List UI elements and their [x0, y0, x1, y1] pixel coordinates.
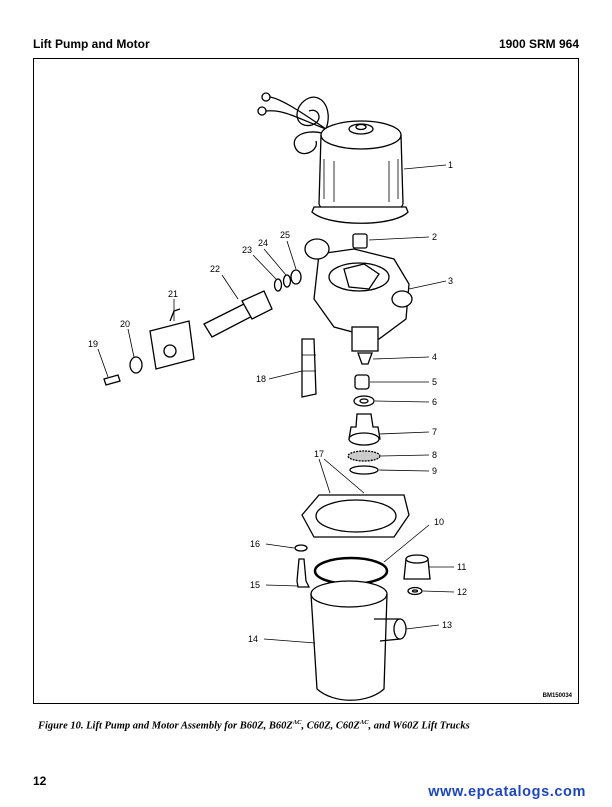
callout-24: 24: [258, 238, 268, 248]
ring-9: [349, 465, 379, 475]
caption-tail: , and W60Z Lift Trucks: [368, 720, 470, 732]
callout-17: 17: [314, 449, 324, 459]
washer-12: [407, 586, 423, 596]
washer-20: [129, 356, 143, 374]
washer-16: [294, 544, 308, 552]
callout-25: 25: [280, 230, 290, 240]
motor: [311, 120, 409, 224]
callout-11: 11: [457, 562, 466, 572]
page-number: 12: [33, 774, 47, 788]
callout-19: 19: [88, 339, 98, 349]
pump-body: [304, 238, 413, 352]
cartridge-18: [301, 338, 317, 398]
callout-7: 7: [432, 427, 437, 437]
watermark: www.epcatalogs.com: [428, 784, 586, 800]
callout-9: 9: [432, 466, 437, 476]
o-ring-23: [273, 278, 283, 292]
exploded-assembly-drawing: 1 2 3 4 5 6 7 8 9 10 11 12 13 14 15 16 1…: [88, 92, 467, 701]
callout-18: 18: [256, 374, 266, 384]
callout-22: 22: [210, 264, 220, 274]
fitting-4: [357, 352, 373, 365]
fitting-5: [354, 374, 370, 390]
breather-cap-11: [403, 554, 431, 580]
caption-lead: Figure 10. Lift Pump and Motor Assembly …: [38, 720, 293, 732]
callout-23: 23: [242, 245, 252, 255]
figure-caption: Figure 10. Lift Pump and Motor Assembly …: [38, 719, 578, 732]
motor-wires: [257, 92, 329, 155]
bolt-19: [103, 374, 121, 386]
callout-12: 12: [457, 587, 467, 597]
callout-20: 20: [120, 319, 130, 329]
ring-24: [282, 274, 292, 288]
callout-3: 3: [448, 276, 453, 286]
valve-22: [203, 290, 273, 338]
section-title: Lift Pump and Motor: [33, 37, 150, 51]
caption-sup-2: AC: [359, 719, 369, 726]
flange-17: [301, 494, 410, 538]
callout-14: 14: [248, 634, 258, 644]
bolt-15: [296, 558, 311, 588]
leader-lines: [97, 164, 455, 644]
caption-mid: , C60Z, C60Z: [301, 720, 360, 732]
callout-5: 5: [432, 377, 437, 387]
screen-8: [347, 450, 381, 462]
washer-25: [290, 269, 302, 285]
caption-sup-1: AC: [292, 719, 302, 726]
manual-code: 1900 SRM 964: [498, 37, 579, 51]
callout-13: 13: [442, 620, 452, 630]
callout-8: 8: [432, 450, 437, 460]
callout-15: 15: [250, 580, 260, 590]
callout-21: 21: [168, 289, 178, 299]
drawing-code: BM150034: [542, 693, 572, 699]
nut-6: [353, 395, 375, 407]
callout-10: 10: [434, 517, 444, 527]
callout-1: 1: [448, 160, 453, 170]
callout-16: 16: [250, 539, 260, 549]
solenoid-21: [149, 308, 195, 370]
callout-6: 6: [432, 397, 437, 407]
o-ring-10: [313, 556, 389, 586]
callout-2: 2: [432, 232, 437, 242]
callout-labels: 1 2 3 4 5 6 7 8 9 10 11 12 13 14 15 16 1…: [88, 160, 467, 644]
coupler: [352, 233, 368, 249]
figure-frame: 1 2 3 4 5 6 7 8 9 10 11 12 13 14 15 16 1…: [33, 58, 579, 704]
reservoir-14: [310, 580, 407, 701]
strainer-7: [348, 413, 381, 446]
callout-4: 4: [432, 352, 437, 362]
